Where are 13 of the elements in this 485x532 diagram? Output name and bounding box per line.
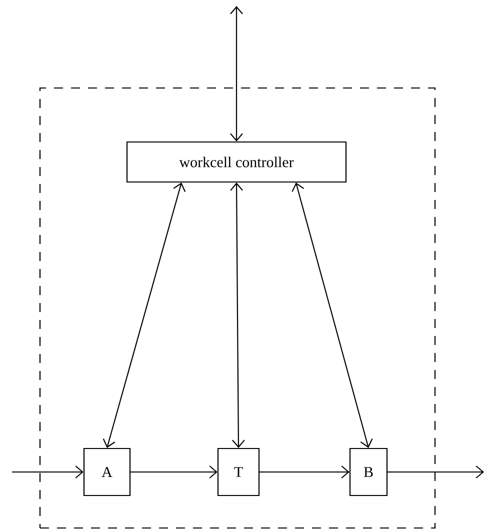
arrow	[388, 466, 484, 478]
controller-box: workcell controller	[126, 141, 347, 183]
arrow	[230, 6, 243, 142]
station-box: A	[83, 448, 131, 496]
arrow	[292, 182, 373, 448]
arrow	[12, 466, 84, 478]
arrow	[260, 466, 350, 478]
workcell-frame	[39, 87, 436, 529]
arrow	[230, 182, 245, 448]
station-box: B	[349, 448, 388, 496]
station-box: T	[217, 448, 260, 496]
arrow	[130, 466, 218, 478]
arrow	[102, 182, 186, 448]
